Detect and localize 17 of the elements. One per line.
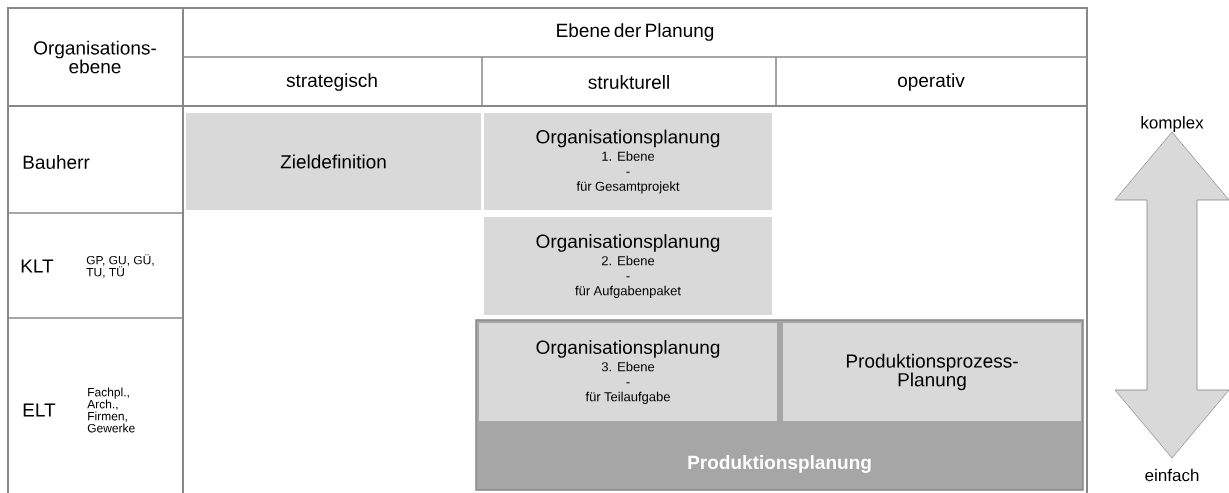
planning-box: Produktionsprozess- Planung (783, 323, 1081, 421)
row-header: Organisations- ebene (34, 40, 156, 74)
column-header: strukturell (588, 75, 669, 89)
planning-box: Organisationsplanung 1. Ebene - für Gesamtprojekt (484, 113, 772, 210)
planning-box: Organisationsplanung 2. Ebene - für Aufgabenpaket (484, 217, 772, 315)
planning-box: Zieldefinition (186, 113, 481, 210)
row-header: GP, GU, GÜ, TU, TÜ (86, 254, 154, 278)
column-header: strategisch (286, 73, 377, 91)
row-header: ELT (23, 403, 56, 417)
column-header: Ebene der Planung (557, 23, 714, 41)
row-header: Bauherr (23, 155, 90, 169)
scale-label: komplex (1141, 116, 1204, 132)
column-header: operativ (898, 73, 965, 91)
planning-box: Organisationsplanung 3. Ebene - für Teilaufgabe (479, 323, 777, 421)
row-header: Fachpl., Arch., Firmen, Gewerke (87, 387, 135, 433)
row-header: KLT (21, 259, 54, 273)
scale-label: einfach (1145, 468, 1199, 482)
